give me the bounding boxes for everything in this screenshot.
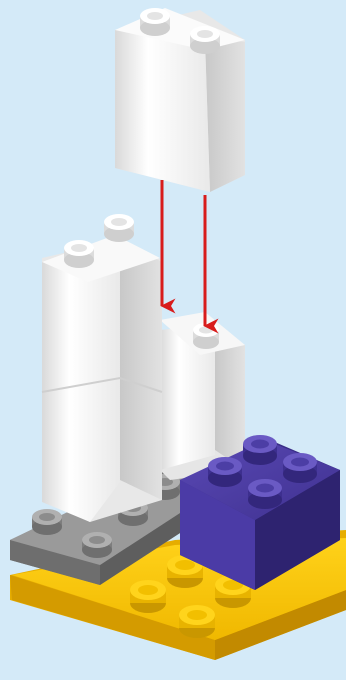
purple-brick [180,435,340,590]
placement-arrows [160,180,219,334]
stud [193,323,219,349]
stud [32,509,62,535]
stud [64,240,94,268]
stud [208,457,242,487]
stud [179,605,215,638]
stud [248,479,282,509]
stud [82,532,112,558]
white-brick-moving [115,8,245,192]
purple-studs [208,435,317,509]
white-brick-right [160,312,245,480]
stud [243,435,277,465]
stud [104,214,134,242]
stud [140,8,170,36]
stud [167,555,203,588]
white-brick-stack-left [41,214,163,522]
stud [190,26,220,54]
stud [283,453,317,483]
stud [130,580,166,613]
